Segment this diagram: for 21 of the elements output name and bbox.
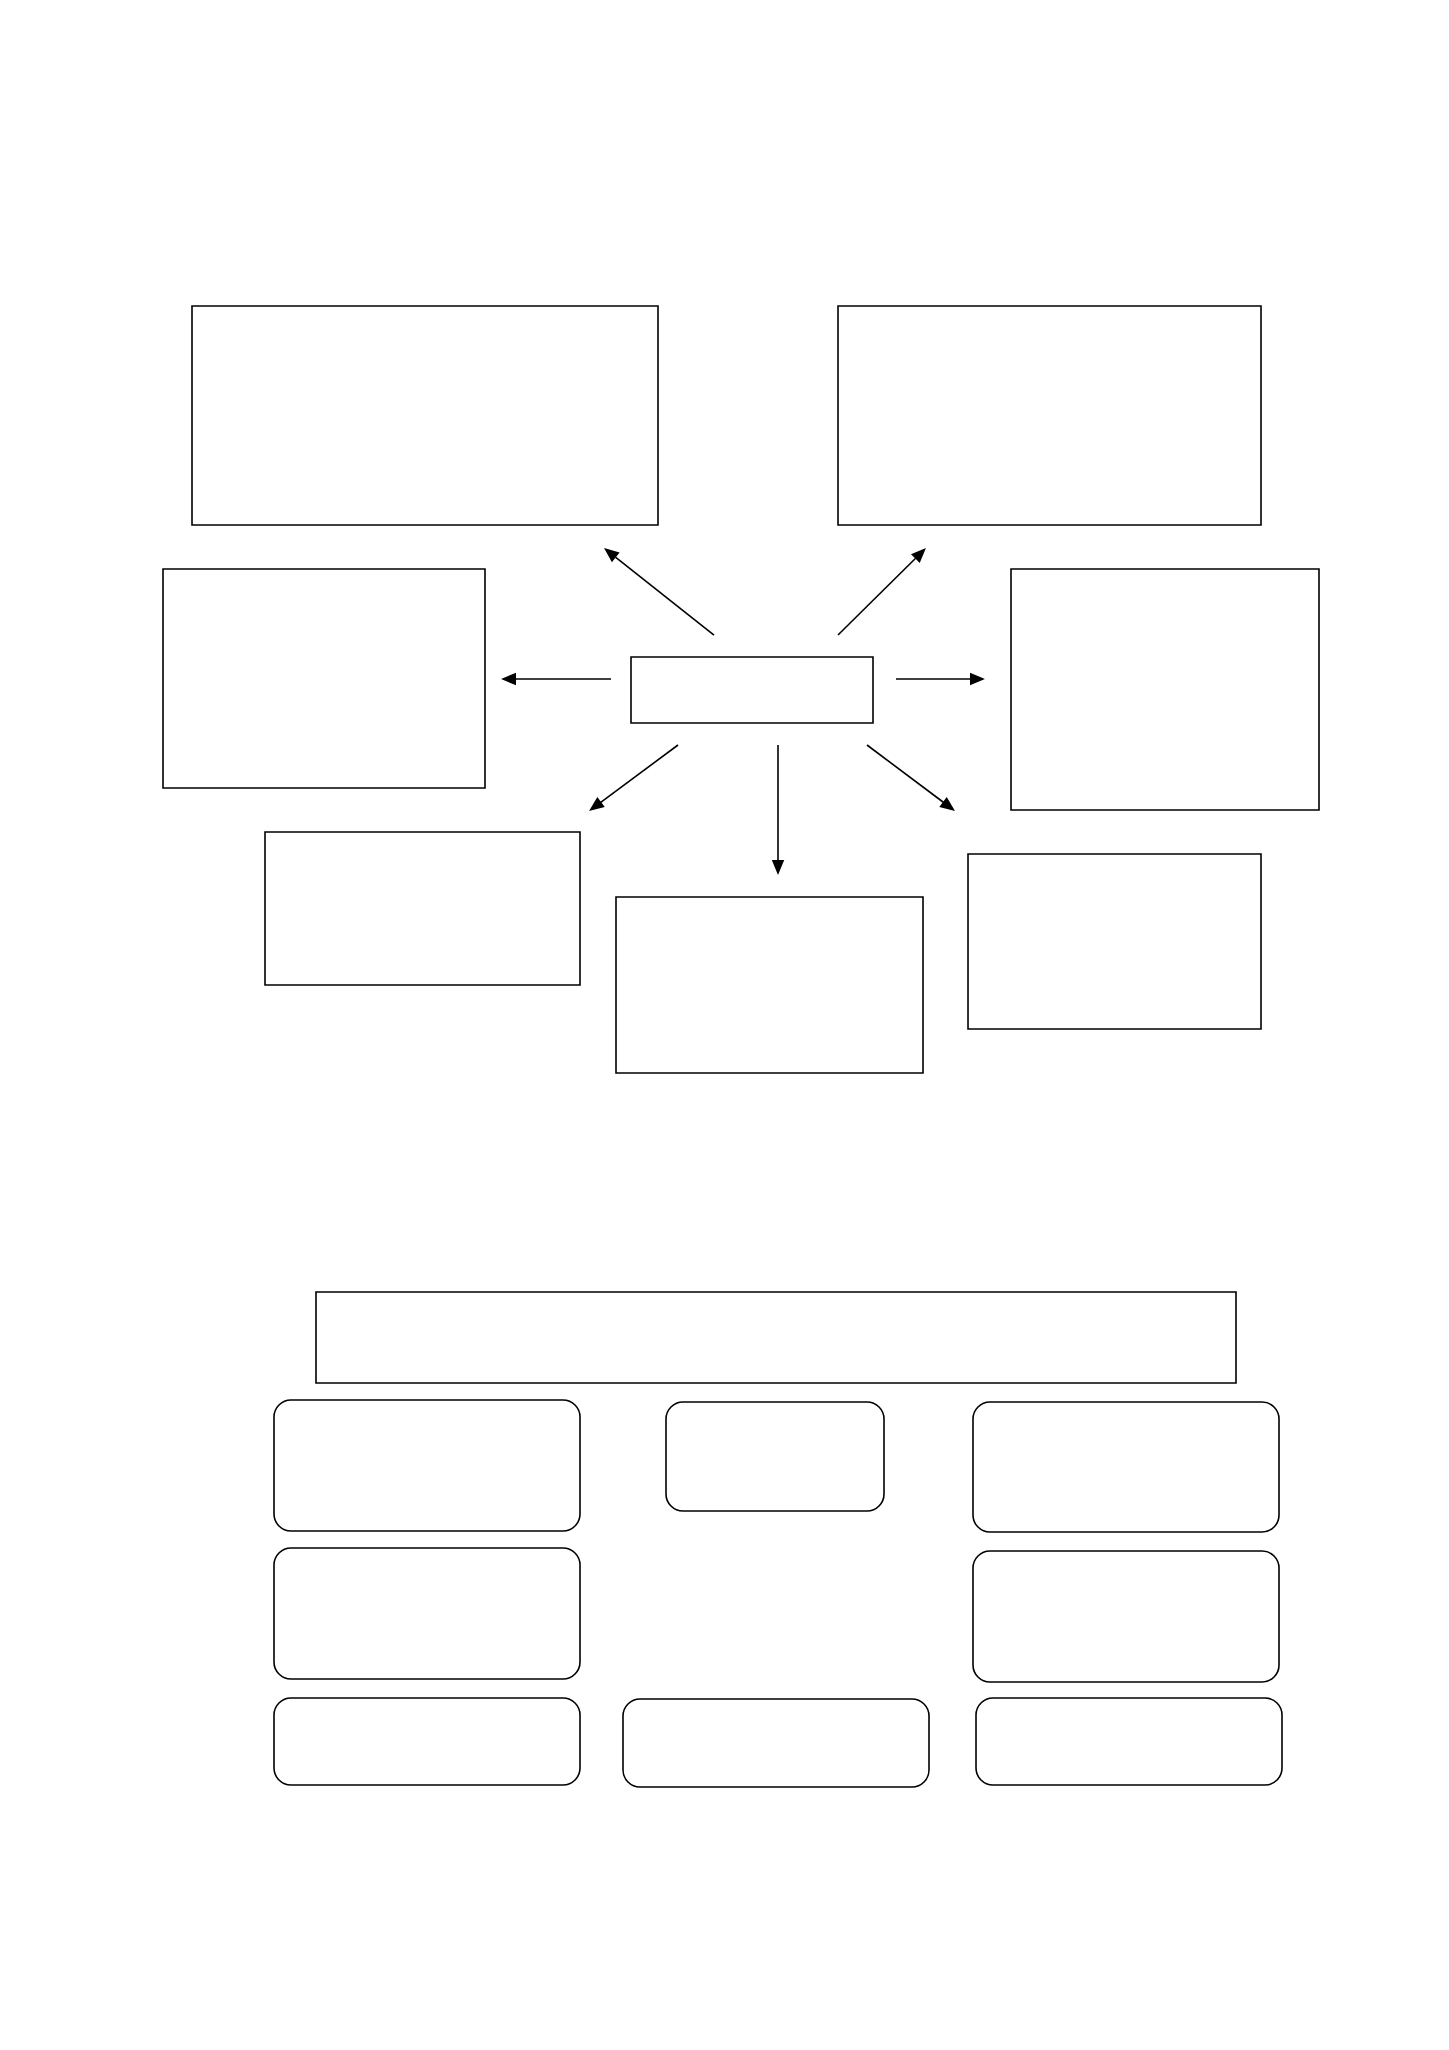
arrow: [837, 548, 926, 636]
rounded-box: [273, 1697, 581, 1786]
rounded-box: [273, 1547, 581, 1680]
rounded-box: [972, 1550, 1280, 1683]
empty-box: [615, 896, 924, 1074]
empty-box: [837, 305, 1262, 526]
arrow: [866, 744, 955, 811]
central-box: [630, 656, 874, 724]
empty-box: [162, 568, 486, 789]
rounded-box: [273, 1399, 581, 1532]
empty-box: [191, 305, 659, 526]
empty-box: [264, 831, 581, 986]
rounded-box: [975, 1697, 1283, 1786]
rounded-box: [665, 1401, 885, 1512]
arrow: [604, 548, 715, 636]
rounded-box: [622, 1698, 930, 1788]
empty-box: [967, 853, 1262, 1030]
arrow: [589, 744, 679, 811]
empty-box: [1010, 568, 1320, 811]
rounded-box: [972, 1401, 1280, 1533]
header-box: [315, 1291, 1237, 1384]
